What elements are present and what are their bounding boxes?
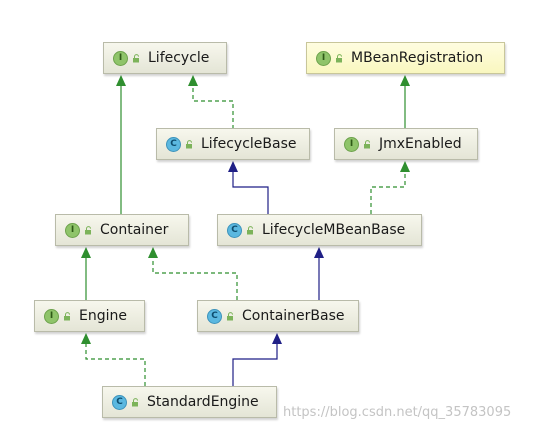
node-mbeanregistration[interactable]: I MBeanRegistration (306, 42, 505, 74)
arrowhead-container-from-containerbase (148, 247, 158, 258)
node-label: Container (100, 222, 169, 238)
access-icon (133, 53, 139, 62)
node-label: JmxEnabled (379, 136, 462, 152)
watermark-text: https://blog.csdn.net/qq_35783095 (283, 405, 512, 420)
arrowhead-lifecycle-from-container (116, 75, 126, 86)
arrowhead-mbeanregistration-from-jmxenabled (400, 75, 410, 86)
arrowhead-lifecyclembeanbase-from-containerbase (314, 247, 324, 258)
access-icon (364, 139, 370, 148)
interface-icon: I (113, 50, 128, 66)
node-lifecycle[interactable]: I Lifecycle (103, 42, 227, 74)
node-lifecyclebase[interactable]: C LifecycleBase (156, 128, 310, 160)
arrowhead-container-from-engine (81, 247, 91, 258)
class-icon: C (112, 394, 127, 410)
node-label: Lifecycle (148, 50, 210, 66)
access-icon (85, 225, 91, 234)
edge-standardengine-containerbase (232, 342, 278, 386)
access-icon (227, 311, 233, 320)
node-label: LifecycleMBeanBase (262, 222, 406, 238)
node-container[interactable]: I Container (55, 214, 189, 246)
arrowhead-jmxenabled-from-lifecyclembeanbase (400, 161, 410, 172)
node-lifecyclembeanbase[interactable]: C LifecycleMBeanBase (217, 214, 422, 246)
arrowhead-lifecycle-from-lifecyclebase (188, 75, 198, 86)
class-icon: C (207, 308, 222, 324)
arrowhead-containerbase-from-standardengine (272, 333, 282, 344)
edge-lifecyclembeanbase-jmxenabled (370, 170, 406, 214)
node-containerbase[interactable]: C ContainerBase (197, 300, 359, 332)
access-icon (132, 397, 138, 406)
edge-lifecyclebase-lifecycle (192, 84, 234, 129)
access-icon (186, 139, 192, 148)
node-label: MBeanRegistration (351, 50, 484, 66)
interface-icon: I (344, 136, 359, 152)
node-label: LifecycleBase (201, 136, 297, 152)
class-icon: C (227, 222, 242, 238)
interface-icon: I (44, 308, 59, 324)
node-jmxenabled[interactable]: I JmxEnabled (334, 128, 478, 160)
access-icon (247, 225, 253, 234)
arrowhead-engine-from-standardengine (81, 333, 91, 344)
node-label: Engine (79, 308, 127, 324)
edge-lifecyclembeanbase-lifecyclebase (232, 170, 269, 214)
node-standardengine[interactable]: C StandardEngine (102, 386, 277, 418)
class-icon: C (166, 136, 181, 152)
interface-icon: I (316, 50, 331, 66)
node-label: StandardEngine (147, 394, 259, 410)
edge-containerbase-container (152, 256, 238, 300)
node-label: ContainerBase (242, 308, 345, 324)
access-icon (64, 311, 70, 320)
node-engine[interactable]: I Engine (34, 300, 145, 332)
access-icon (336, 53, 342, 62)
arrowhead-lifecyclebase-from-lifecyclembeanbase (228, 161, 238, 172)
edge-standardengine-engine (85, 342, 146, 386)
interface-icon: I (65, 222, 80, 238)
